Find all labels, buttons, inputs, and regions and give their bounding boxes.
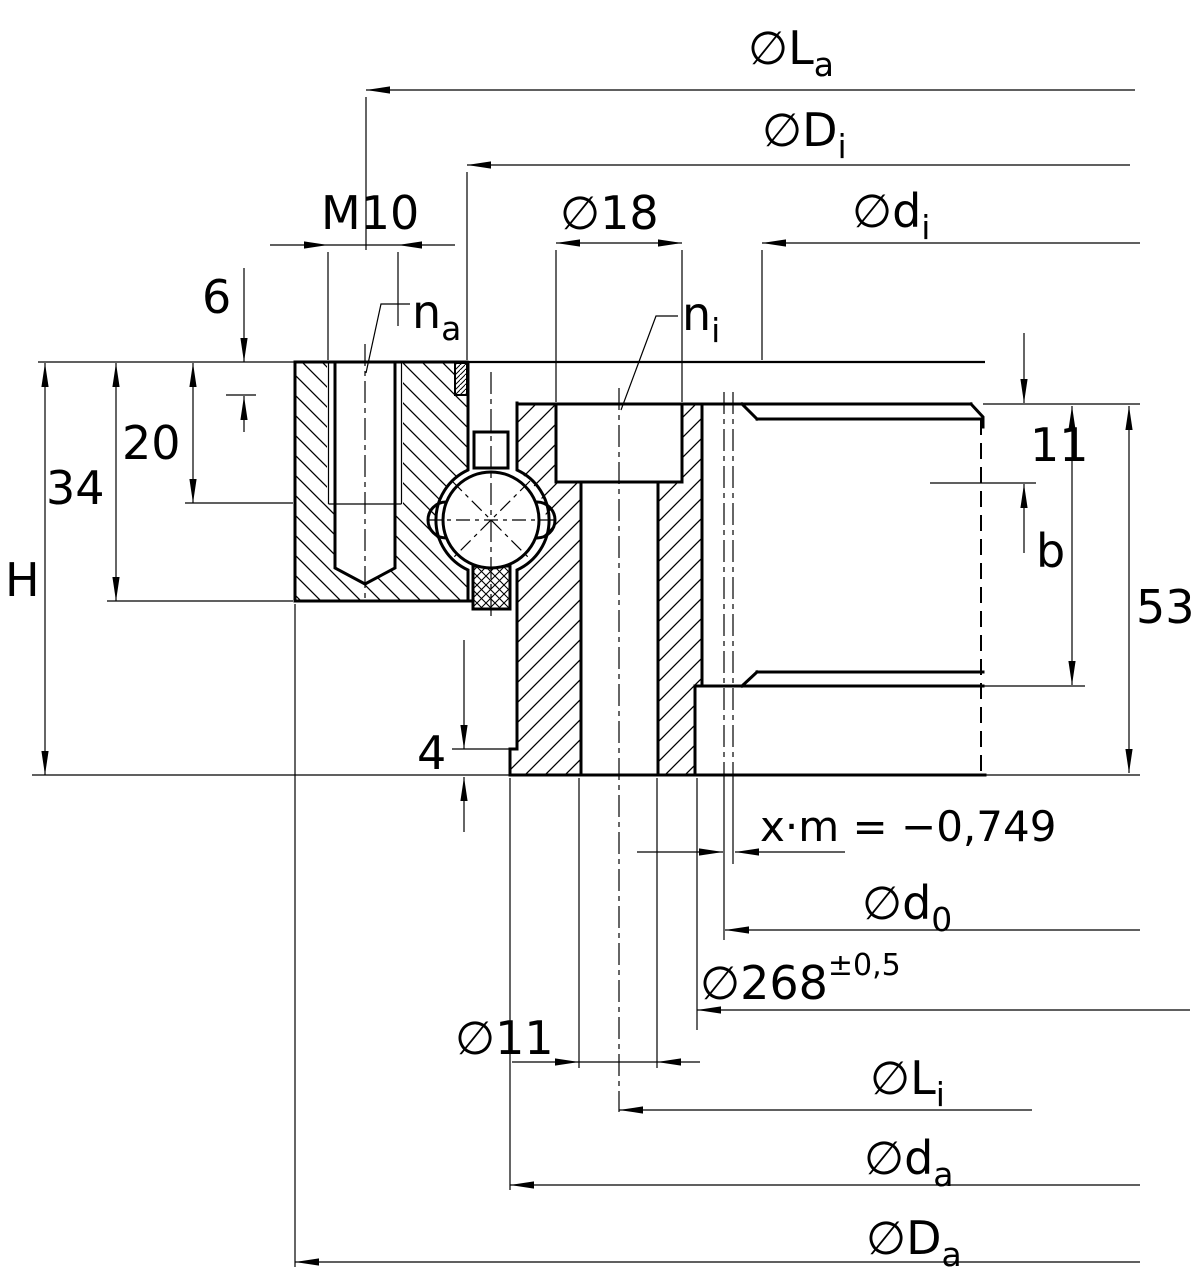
label-34: 34 bbox=[46, 461, 105, 515]
dimensions-top bbox=[270, 86, 1140, 411]
label-b: b bbox=[1036, 524, 1065, 578]
label-M10: M10 bbox=[321, 186, 419, 240]
label-20: 20 bbox=[122, 416, 181, 470]
dimensions-bottom bbox=[294, 604, 1190, 1267]
label-dia-11: ∅11 bbox=[455, 1011, 554, 1065]
leader-ni bbox=[620, 315, 678, 411]
label-6: 6 bbox=[202, 270, 231, 324]
label-dia-Li: ∅Li bbox=[870, 1051, 945, 1114]
label-na: na bbox=[412, 285, 461, 348]
label-4: 4 bbox=[417, 726, 446, 780]
dimensions-right bbox=[930, 333, 1140, 776]
leader-na bbox=[365, 303, 410, 374]
ball bbox=[426, 372, 557, 618]
label-11: 11 bbox=[1030, 418, 1089, 472]
label-dia-268: ∅268±0,5 bbox=[700, 948, 901, 1010]
dimension-4 bbox=[452, 640, 512, 832]
label-dia-La: ∅La bbox=[748, 21, 834, 84]
label-xm: x·m = −0,749 bbox=[760, 802, 1056, 851]
label-dia-Da: ∅Da bbox=[866, 1211, 962, 1274]
contact-lip-right bbox=[535, 500, 557, 540]
inner-ring-outline bbox=[508, 388, 987, 1112]
label-dia-18: ∅18 bbox=[560, 186, 659, 240]
label-dia-da: ∅da bbox=[864, 1131, 954, 1194]
label-H: H bbox=[5, 553, 40, 607]
label-dia-di: ∅di bbox=[852, 184, 930, 247]
dimensions-left bbox=[32, 268, 510, 776]
label-dia-d0: ∅d0 bbox=[862, 876, 952, 939]
label-53: 53 bbox=[1136, 580, 1195, 634]
label-dia-Di: ∅Di bbox=[762, 103, 847, 166]
upper-gap-seal-strip bbox=[454, 362, 468, 396]
label-ni: ni bbox=[682, 287, 720, 350]
labels: ∅La ∅Di M10 ∅18 ∅di 6 na ni 20 34 H 11 b… bbox=[5, 21, 1195, 1274]
